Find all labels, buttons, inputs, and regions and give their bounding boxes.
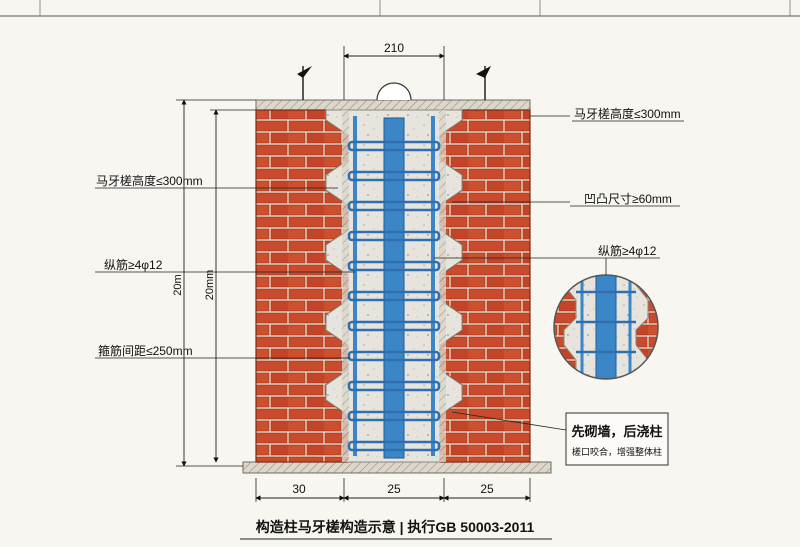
section-mark-left xyxy=(297,66,312,100)
stirrup-4 xyxy=(347,230,441,242)
stirrup-7 xyxy=(347,320,441,332)
dim-bottom-left: 30 xyxy=(292,482,306,496)
stirrup-11 xyxy=(347,440,441,452)
stirrup-8 xyxy=(347,350,441,362)
note-box: 先砌墙，后浇柱 槎口咬合，增强整体柱 xyxy=(565,412,669,466)
left-brick-wall xyxy=(255,109,349,463)
stirrup-10 xyxy=(347,410,441,422)
callout-right-rebar: 纵筋≥4φ12 xyxy=(598,243,657,258)
dim-bottom-right: 25 xyxy=(480,482,494,496)
callout-left-stirrup: 箍筋间距≤250mm xyxy=(98,343,193,358)
formwork-left xyxy=(342,110,349,462)
note-title: 先砌墙，后浇柱 xyxy=(571,424,662,439)
stirrup-2 xyxy=(347,170,441,182)
detail-circle xyxy=(553,274,659,380)
callout-left-height: 马牙槎高度≤300mm xyxy=(96,173,203,188)
stirrup-5 xyxy=(347,260,441,272)
base-slab xyxy=(242,461,552,474)
note-sub: 槎口咬合，增强整体柱 xyxy=(572,446,662,457)
dim-left-outer: 20m xyxy=(172,274,184,295)
stirrup-6 xyxy=(347,290,441,302)
dimensions: 210 20m 20mm 30 25 25 xyxy=(172,41,531,502)
callout-left-rebar: 纵筋≥4φ12 xyxy=(104,257,163,272)
column-top-arc xyxy=(376,82,412,101)
section-mark-right xyxy=(476,66,491,100)
caption: 构造柱马牙槎构造示意 | 执行GB 50003-2011 xyxy=(240,519,552,540)
dim-top-width: 210 xyxy=(384,41,404,55)
stirrup-9 xyxy=(347,380,441,392)
callout-right-bump: 凹凸尺寸≥60mm xyxy=(584,192,672,206)
caption-text: 构造柱马牙槎构造示意 | 执行GB 50003-2011 xyxy=(256,519,535,535)
right-brick-wall xyxy=(439,109,531,463)
top-cap xyxy=(255,99,531,111)
callout-right-top: 马牙槎高度≤300mm xyxy=(574,106,681,121)
drawing-frame xyxy=(0,0,800,17)
stirrups xyxy=(347,140,441,452)
stirrup-3 xyxy=(347,200,441,212)
leader-lines xyxy=(95,115,660,431)
callouts: 马牙槎高度≤300mm 凹凸尺寸≥60mm 纵筋≥4φ12 马牙槎高度≤300m… xyxy=(96,106,684,358)
dim-left-inner: 20mm xyxy=(204,270,216,301)
center-rebar xyxy=(383,117,405,459)
stirrup-1 xyxy=(347,140,441,152)
formwork-right xyxy=(439,110,446,462)
dim-bottom-mid: 25 xyxy=(387,482,401,496)
